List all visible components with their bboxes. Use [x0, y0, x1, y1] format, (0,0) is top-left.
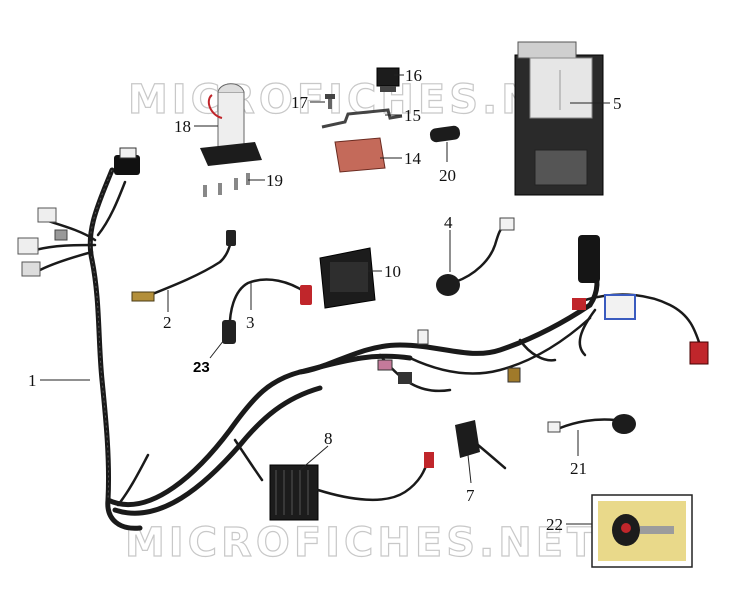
callout-1: 1: [28, 371, 37, 390]
screws[interactable]: [203, 173, 250, 197]
bolt[interactable]: [325, 94, 335, 109]
fuel-pump[interactable]: [200, 83, 262, 166]
handlebar-switch[interactable]: [455, 420, 507, 470]
callout-20: 20: [439, 166, 456, 185]
main-wiring-harness[interactable]: [17, 147, 709, 531]
ignition-key-inset[interactable]: [591, 494, 693, 568]
round-connector-wire[interactable]: [436, 217, 515, 296]
callout-16: 16: [405, 66, 422, 85]
relay[interactable]: [376, 67, 400, 92]
callout-8: 8: [324, 429, 333, 448]
ignition-coil[interactable]: [319, 247, 376, 309]
callout-7: 7: [466, 486, 475, 505]
callout-23: 23: [193, 359, 210, 376]
leader-8: [299, 445, 329, 471]
relay-pad[interactable]: [334, 137, 386, 173]
watermark-bottom: MICROFICHES.NET: [125, 520, 598, 566]
callout-21: 21: [570, 459, 587, 478]
battery[interactable]: [514, 41, 604, 196]
leader-23: [209, 339, 225, 359]
callout-10: 10: [384, 262, 401, 281]
mounting-bracket[interactable]: [321, 108, 403, 129]
callout-4: 4: [444, 213, 453, 232]
callout-3: 3: [246, 313, 255, 332]
rubber-grommet[interactable]: [429, 125, 461, 143]
callout-2: 2: [163, 313, 172, 332]
leader-7: [467, 454, 472, 484]
callout-17: 17: [291, 93, 309, 112]
callout-14: 14: [404, 149, 422, 168]
callout-5: 5: [613, 94, 622, 113]
callout-15: 15: [404, 106, 421, 125]
callout-22: 22: [546, 515, 563, 534]
callout-19: 19: [266, 171, 283, 190]
regulator-rectifier[interactable]: [269, 452, 434, 521]
socket-wire[interactable]: [547, 414, 636, 434]
high-tension-lead[interactable]: [222, 278, 312, 344]
callout-18: 18: [174, 117, 191, 136]
temperature-sensor[interactable]: [131, 230, 236, 302]
